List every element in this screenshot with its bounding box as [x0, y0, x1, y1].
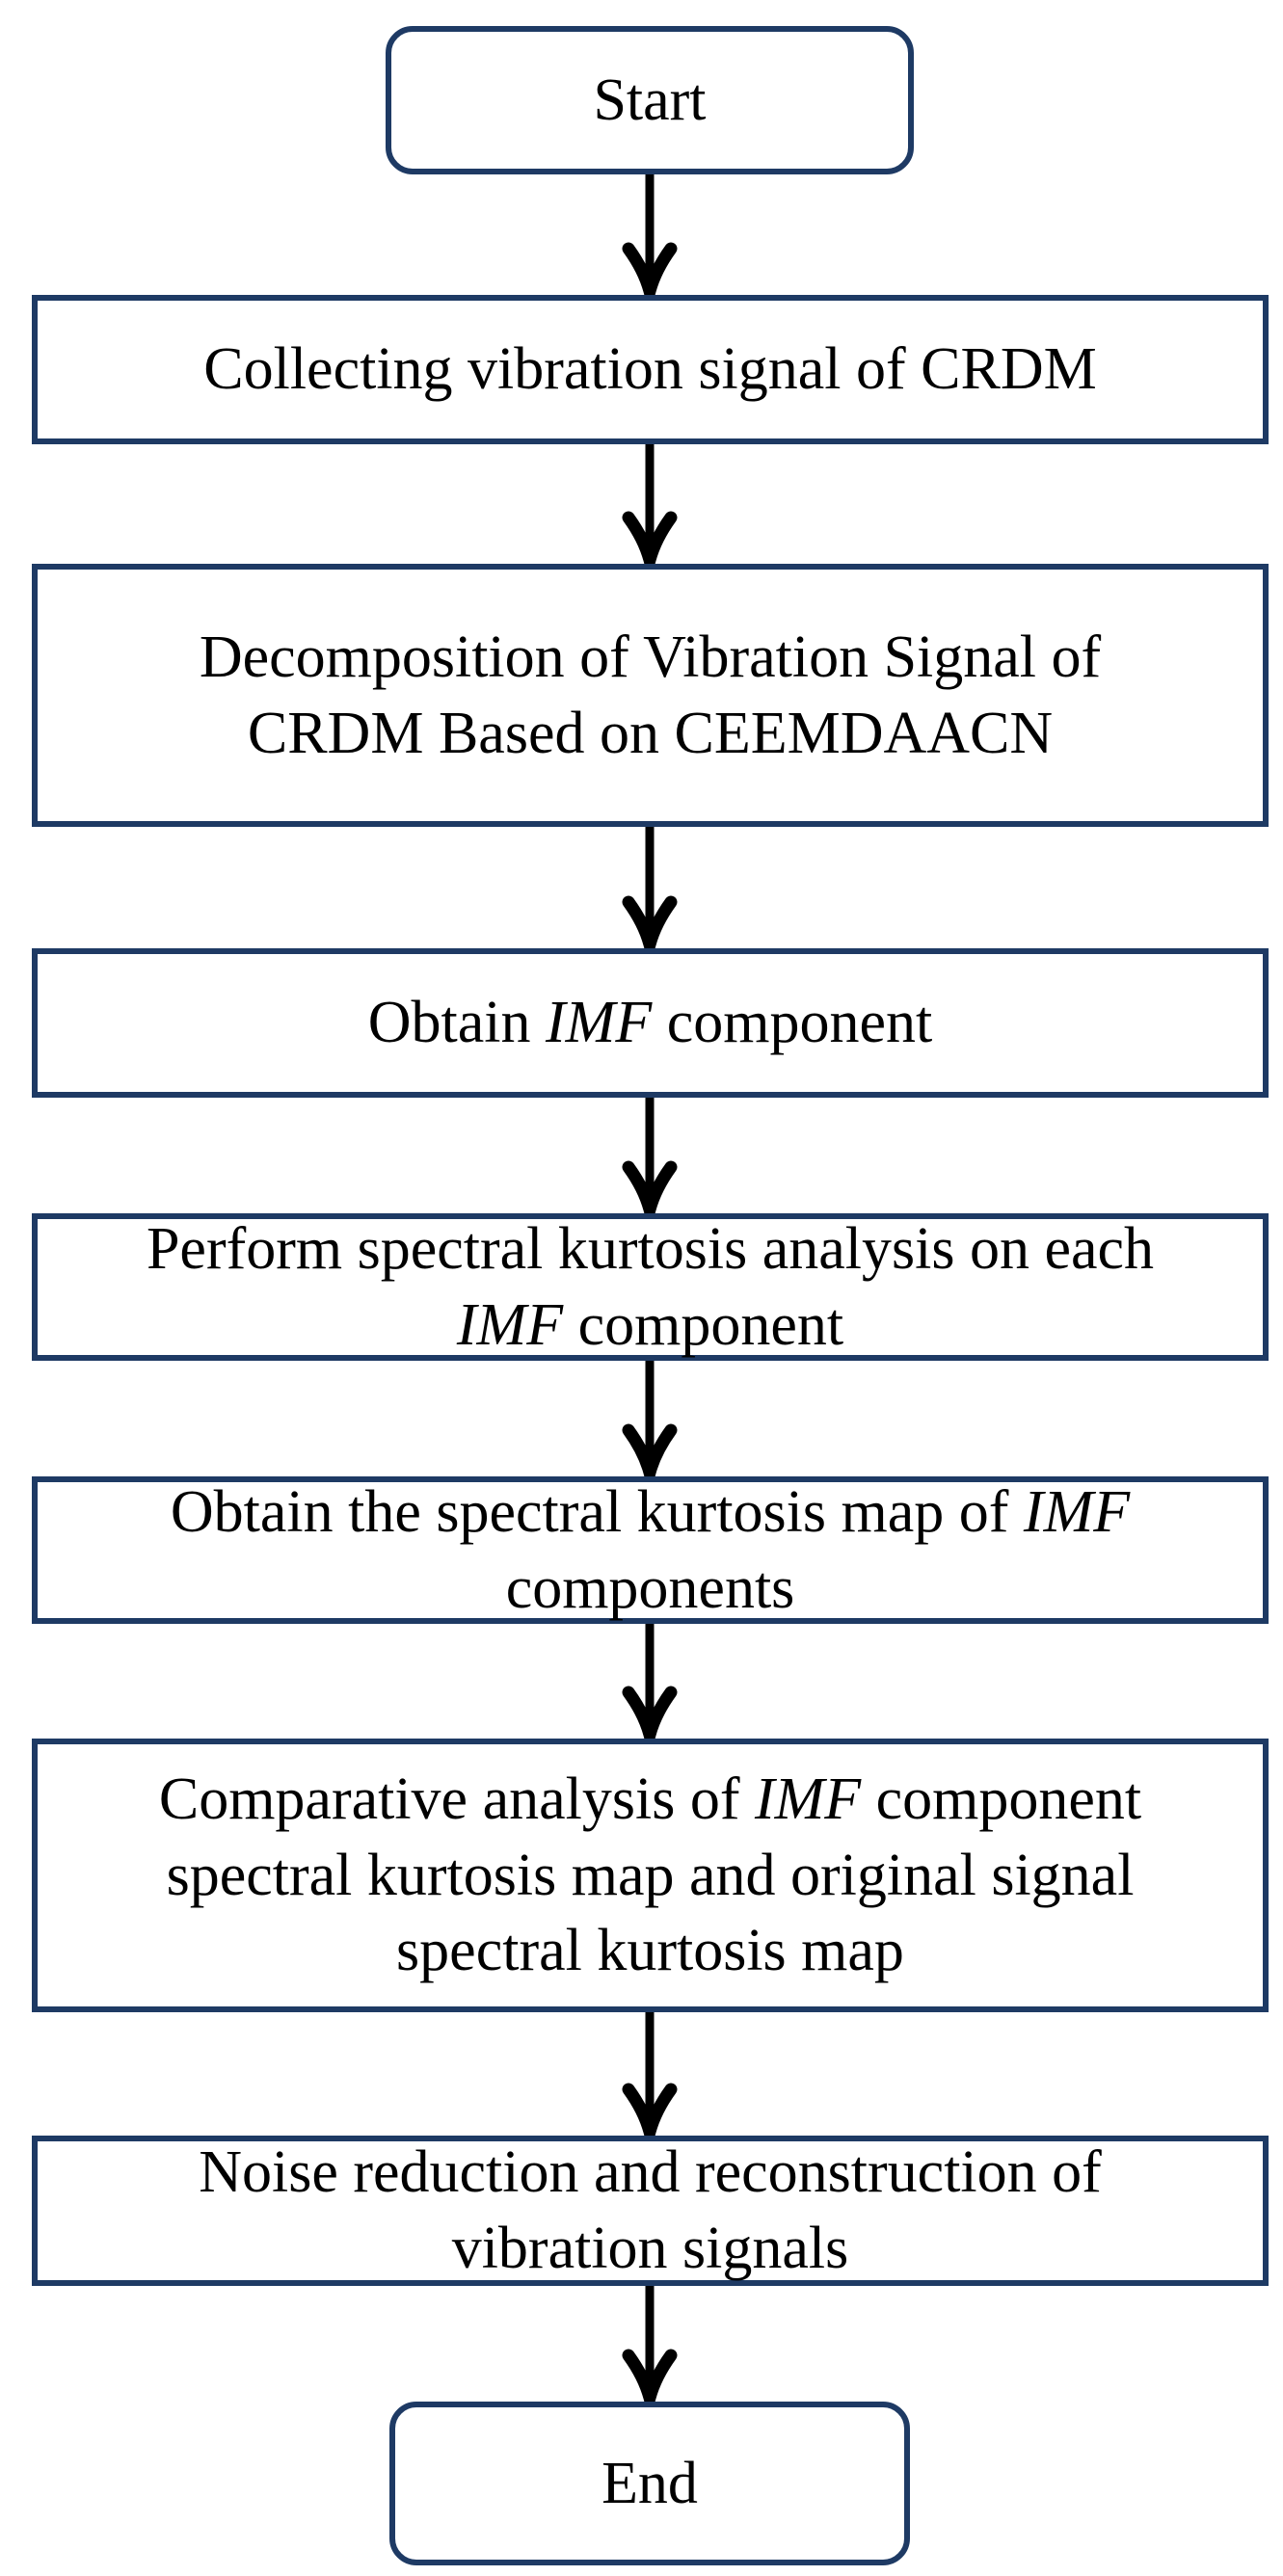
arrow-noise-to-end [622, 2286, 678, 2402]
arrow-collect-to-decompose [622, 444, 678, 564]
arrow-obtain-imf-to-analysis [622, 1098, 678, 1213]
node-collect-signal-label: Collecting vibration signal of CRDM [203, 336, 1097, 403]
node-start-label: Start [593, 66, 707, 133]
node-end: End [389, 2402, 910, 2565]
node-start: Start [386, 26, 914, 174]
node-collect-signal: Collecting vibration signal of CRDM [32, 295, 1269, 444]
node-obtain-imf: Obtain IMF component [32, 948, 1269, 1098]
node-obtain-imf-label: Obtain IMF component [367, 990, 933, 1056]
arrow-decompose-to-obtain-imf [622, 827, 678, 948]
arrow-analysis-to-map [622, 1361, 678, 1476]
arrow-comparative-to-noise [622, 2012, 678, 2136]
node-spectral-kurtosis-analysis: Perform spectral kurtosis analysis on ea… [32, 1213, 1269, 1361]
arrow-start-to-collect [622, 174, 678, 295]
node-end-label: End [601, 2450, 698, 2516]
arrow-map-to-comparative [622, 1624, 678, 1739]
node-spectral-kurtosis-analysis-label: Perform spectral kurtosis analysis on ea… [146, 1215, 1155, 1358]
